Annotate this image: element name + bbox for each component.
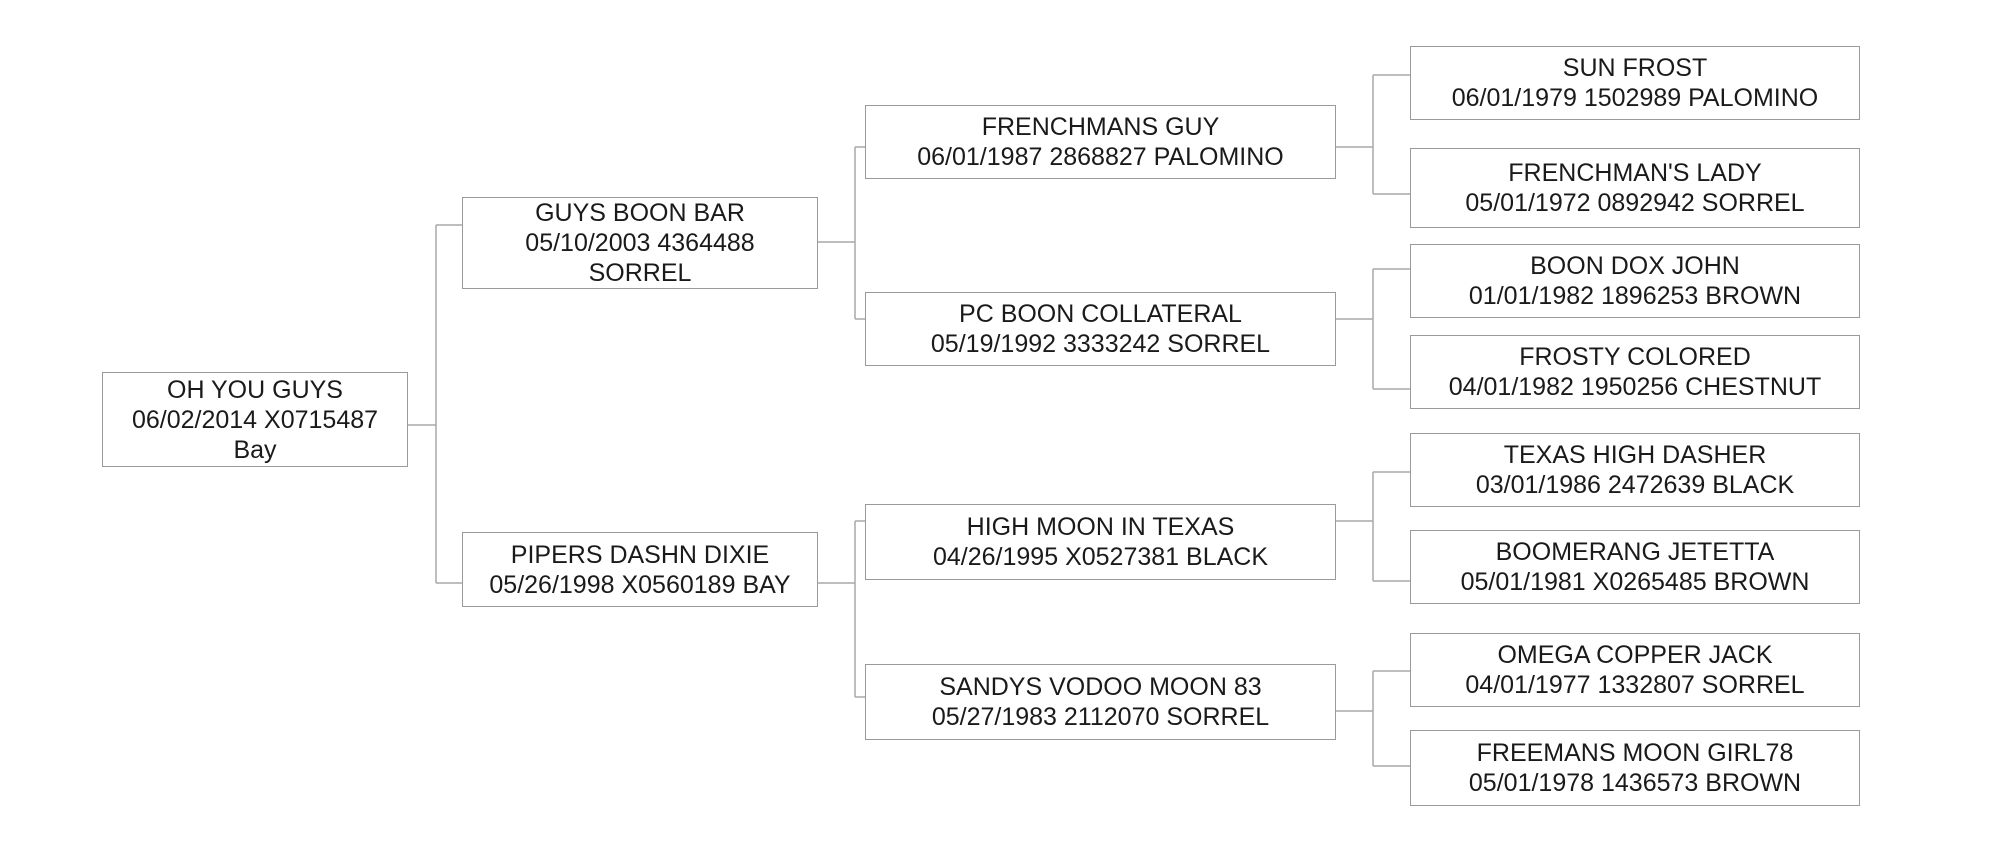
horse-color: SORREL — [588, 259, 692, 287]
horse-reg: 2112070 — [1063, 703, 1160, 731]
ss-dam-box: FRENCHMAN'S LADY 05/01/1972 0892942 SORR… — [1410, 148, 1860, 228]
horse-date: 06/01/1979 — [1451, 84, 1577, 112]
horse-info-line: 05/10/2003 4364488 — [525, 228, 754, 258]
sire-sire-box: FRENCHMANS GUY 06/01/1987 2868827 PALOMI… — [865, 105, 1336, 179]
horse-color: SORREL — [1166, 703, 1270, 731]
horse-date: 05/10/2003 — [525, 229, 651, 257]
horse-reg: X0560189 — [621, 570, 736, 599]
horse-color: BLACK — [1712, 471, 1795, 499]
horse-date: 03/01/1986 — [1475, 471, 1601, 499]
horse-name: HIGH MOON IN TEXAS — [966, 513, 1235, 541]
dam-sire-box: HIGH MOON IN TEXAS 04/26/1995 X0527381 B… — [865, 504, 1336, 580]
horse-date: 04/26/1995 — [932, 543, 1059, 571]
sire-dam-box: PC BOON COLLATERAL 05/19/1992 3333242 SO… — [865, 292, 1336, 366]
horse-info-line: 06/01/1987 2868827 PALOMINO — [917, 142, 1283, 172]
horse-info-line: 05/26/1998 X0560189 BAY — [489, 570, 790, 600]
horse-color: BROWN — [1713, 568, 1810, 596]
horse-date: 06/02/2014 — [131, 405, 258, 434]
horse-date: 04/01/1977 — [1465, 671, 1591, 699]
horse-reg: X0265485 — [1592, 568, 1707, 596]
horse-reg: 1436573 — [1600, 769, 1699, 797]
horse-info-line: 05/19/1992 3333242 SORREL — [931, 329, 1270, 359]
horse-date: 05/26/1998 — [489, 570, 615, 599]
horse-reg: 2868827 — [1049, 143, 1147, 171]
horse-info-line: 05/27/1983 2112070 SORREL — [932, 702, 1269, 732]
ss-sire-box: SUN FROST 06/01/1979 1502989 PALOMINO — [1410, 46, 1860, 120]
horse-color: SORREL — [1701, 671, 1805, 699]
sd-sire-box: BOON DOX JOHN 01/01/1982 1896253 BROWN — [1410, 244, 1860, 318]
horse-name: BOOMERANG JETETTA — [1495, 538, 1775, 566]
horse-reg: 1896253 — [1600, 282, 1699, 310]
horse-name: TEXAS HIGH DASHER — [1503, 441, 1767, 469]
horse-date: 05/01/1978 — [1468, 769, 1595, 797]
horse-reg: 3333242 — [1062, 330, 1161, 358]
horse-reg: 2472639 — [1607, 471, 1706, 499]
horse-name: FRENCHMANS GUY — [981, 113, 1220, 141]
horse-color: BROWN — [1705, 282, 1802, 310]
horse-color: SORREL — [1167, 330, 1271, 358]
horse-name: FRENCHMAN'S LADY — [1508, 159, 1762, 187]
horse-name: PIPERS DASHN DIXIE — [510, 540, 770, 569]
horse-reg: X0715487 — [264, 405, 379, 434]
horse-name: OMEGA COPPER JACK — [1497, 641, 1773, 669]
dd-dam-box: FREEMANS MOON GIRL78 05/01/1978 1436573 … — [1410, 730, 1860, 806]
ds-sire-box: TEXAS HIGH DASHER 03/01/1986 2472639 BLA… — [1410, 433, 1860, 507]
dam-dam-box: SANDYS VODOO MOON 83 05/27/1983 2112070 … — [865, 664, 1336, 740]
horse-info-line: 04/01/1982 1950256 CHESTNUT — [1449, 372, 1821, 402]
horse-date: 04/01/1982 — [1448, 373, 1574, 401]
horse-color: BLACK — [1186, 543, 1269, 571]
horse-date: 06/01/1987 — [917, 143, 1043, 171]
horse-color: CHESTNUT — [1685, 373, 1822, 401]
sire-box: GUYS BOON BAR 05/10/2003 4364488 SORREL — [462, 197, 818, 289]
horse-reg: 1332807 — [1597, 671, 1695, 699]
ds-dam-box: BOOMERANG JETETTA 05/01/1981 X0265485 BR… — [1410, 530, 1860, 604]
horse-date: 05/19/1992 — [930, 330, 1057, 358]
horse-info-line: 04/01/1977 1332807 SORREL — [1465, 670, 1804, 700]
horse-info-line: 05/01/1972 0892942 SORREL — [1465, 188, 1804, 218]
horse-reg: X0527381 — [1065, 543, 1180, 571]
horse-date: 05/27/1983 — [931, 703, 1057, 731]
horse-reg: 0892942 — [1597, 189, 1695, 217]
horse-date: 05/01/1981 — [1460, 568, 1586, 596]
horse-reg: 1950256 — [1580, 373, 1679, 401]
horse-name: PC BOON COLLATERAL — [959, 300, 1242, 328]
horse-color: PALOMINO — [1688, 84, 1819, 112]
horse-color: Bay — [233, 435, 277, 464]
sd-dam-box: FROSTY COLORED 04/01/1982 1950256 CHESTN… — [1410, 335, 1860, 409]
horse-info-line: 05/01/1981 X0265485 BROWN — [1461, 567, 1810, 597]
horse-color: SORREL — [1701, 189, 1805, 217]
horse-name: SANDYS VODOO MOON 83 — [939, 673, 1262, 701]
horse-name: OH YOU GUYS — [167, 375, 343, 404]
horse-info-line: 03/01/1986 2472639 BLACK — [1476, 470, 1794, 500]
horse-color: BAY — [742, 570, 791, 599]
horse-reg: 4364488 — [657, 229, 755, 257]
dam-box: PIPERS DASHN DIXIE 05/26/1998 X0560189 B… — [462, 532, 818, 607]
horse-name: BOON DOX JOHN — [1530, 252, 1740, 280]
horse-name: SUN FROST — [1562, 54, 1708, 82]
horse-color: PALOMINO — [1153, 143, 1284, 171]
horse-info-line: 05/01/1978 1436573 BROWN — [1469, 768, 1801, 798]
horse-color: BROWN — [1705, 769, 1802, 797]
horse-info-line: 06/02/2014 X0715487 — [132, 405, 378, 435]
horse-reg: 1502989 — [1583, 84, 1682, 112]
horse-name: FROSTY COLORED — [1519, 343, 1751, 371]
horse-info-line: 06/01/1979 1502989 PALOMINO — [1452, 83, 1818, 113]
horse-date: 05/01/1972 — [1465, 189, 1591, 217]
horse-name: GUYS BOON BAR — [535, 199, 745, 227]
horse-info-line: 01/01/1982 1896253 BROWN — [1469, 281, 1801, 311]
horse-date: 01/01/1982 — [1468, 282, 1595, 310]
horse-info-line: 04/26/1995 X0527381 BLACK — [933, 542, 1268, 572]
dd-sire-box: OMEGA COPPER JACK 04/01/1977 1332807 SOR… — [1410, 633, 1860, 707]
subject-horse-box: OH YOU GUYS 06/02/2014 X0715487 Bay — [102, 372, 408, 467]
horse-name: FREEMANS MOON GIRL78 — [1476, 739, 1794, 767]
